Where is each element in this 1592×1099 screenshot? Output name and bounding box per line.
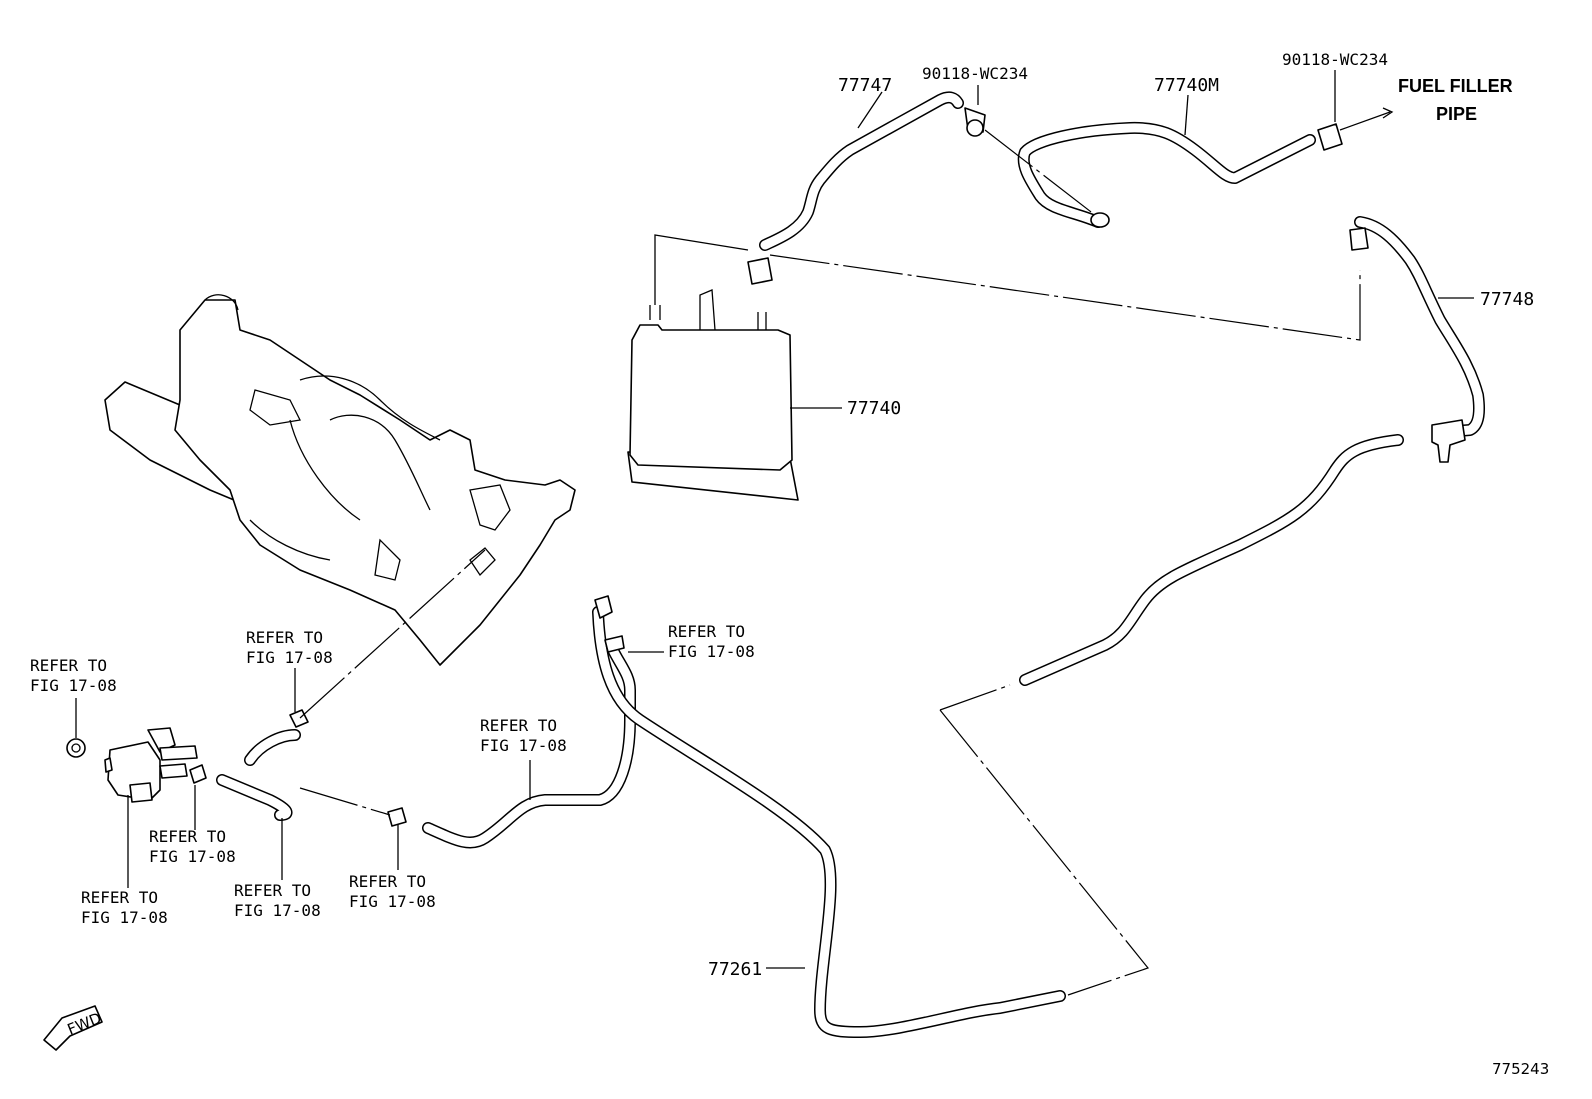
part-number-77748: 77748: [1480, 289, 1534, 310]
svg-text:REFER TO: REFER TO: [234, 881, 311, 900]
svg-text:REFER TO: REFER TO: [30, 656, 107, 675]
charcoal-canister: [627, 289, 799, 501]
fwd-arrow: FWD: [43, 1005, 104, 1051]
svg-text:REFER TO: REFER TO: [149, 827, 226, 846]
hose-77747: [747, 91, 986, 285]
small-clip-left: [189, 764, 207, 784]
svg-text:FIG 17-08: FIG 17-08: [149, 847, 236, 866]
leader-lines: [75, 70, 1474, 996]
fwd-label: FWD: [65, 1009, 104, 1039]
part-number-77747: 77747: [838, 75, 892, 96]
intake-manifold: [104, 294, 576, 666]
part-number-77740m: 77740M: [1154, 75, 1219, 96]
svg-text:FIG 17-08: FIG 17-08: [480, 736, 567, 755]
hose-77740m: [1017, 121, 1343, 228]
svg-text:REFER TO: REFER TO: [81, 888, 158, 907]
purge-vsv-valve: [104, 727, 198, 803]
svg-text:FIG 17-08: FIG 17-08: [349, 892, 436, 911]
refer-note-7: REFER TO FIG 17-08: [234, 881, 321, 920]
refer-note-8: REFER TO FIG 17-08: [349, 872, 436, 911]
svg-text:REFER TO: REFER TO: [246, 628, 323, 647]
grommet-part: [66, 738, 86, 758]
clip-part-number-right: 90118-WC234: [1282, 50, 1388, 69]
svg-text:FIG 17-08: FIG 17-08: [30, 676, 117, 695]
svg-text:REFER TO: REFER TO: [480, 716, 557, 735]
figure-id: 775243: [1492, 1060, 1549, 1078]
svg-text:FIG 17-08: FIG 17-08: [234, 901, 321, 920]
refer-note-1: REFER TO FIG 17-08: [30, 656, 117, 695]
refer-note-5: REFER TO FIG 17-08: [149, 827, 236, 866]
vsv-hoses: [216, 709, 407, 827]
refer-note-2: REFER TO FIG 17-08: [246, 628, 333, 667]
refer-note-6: REFER TO FIG 17-08: [81, 888, 168, 927]
svg-text:FIG 17-08: FIG 17-08: [668, 642, 755, 661]
fuel-filler-label-line2: PIPE: [1436, 104, 1477, 124]
clip-part-number-top: 90118-WC234: [922, 64, 1028, 83]
part-number-77261: 77261: [708, 959, 762, 980]
svg-text:FIG 17-08: FIG 17-08: [81, 908, 168, 927]
hose-77748: [1349, 216, 1485, 463]
hose-long-diagonal: [1019, 434, 1404, 686]
refer-note-4: REFER TO FIG 17-08: [480, 716, 567, 755]
svg-text:REFER TO: REFER TO: [349, 872, 426, 891]
refer-note-3: REFER TO FIG 17-08: [668, 622, 755, 661]
fuel-filler-label-line1: FUEL FILLER: [1398, 76, 1513, 96]
hose-77261: [422, 595, 1066, 1038]
svg-text:FIG 17-08: FIG 17-08: [246, 648, 333, 667]
svg-text:REFER TO: REFER TO: [668, 622, 745, 641]
part-number-77740: 77740: [847, 398, 901, 419]
